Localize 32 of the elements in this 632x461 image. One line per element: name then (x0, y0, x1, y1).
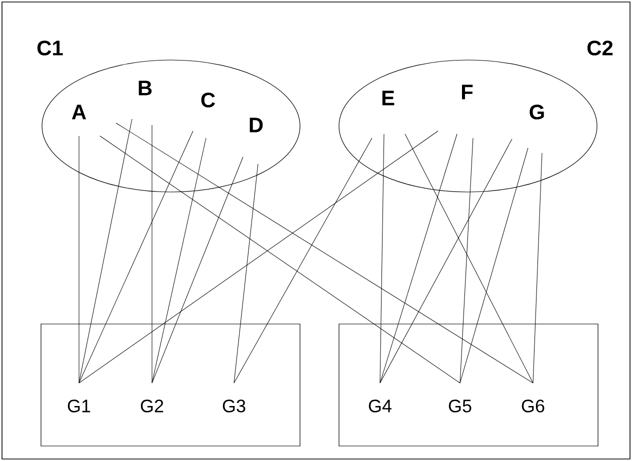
letter-label: D (250, 118, 263, 132)
connector-line (404, 134, 534, 384)
connector-line (532, 152, 542, 384)
letter-label: F (462, 84, 473, 100)
connector-line (152, 156, 244, 384)
gene-label: G5 (448, 400, 472, 412)
connector-line (78, 136, 80, 384)
connector-line (78, 130, 194, 384)
connector-line (380, 134, 384, 384)
connector-line (234, 138, 372, 384)
letter-label: A (72, 104, 86, 120)
group-label: C1 (37, 40, 63, 56)
connector-line (460, 148, 528, 384)
connector-line (78, 118, 132, 384)
connector-line (234, 164, 258, 384)
letter-label: G (530, 104, 544, 120)
connector-line (116, 122, 534, 384)
gene-label: G6 (522, 400, 544, 412)
gene-label: G1 (68, 400, 90, 412)
group-label: C2 (587, 40, 613, 56)
gene-label: G4 (368, 400, 392, 412)
connector-line (380, 138, 512, 384)
letter-label: E (382, 90, 394, 106)
gene-label: G2 (140, 400, 164, 412)
letter-label: B (138, 80, 152, 96)
connector-line (460, 138, 474, 384)
gene-label: G3 (222, 400, 246, 412)
group-box (338, 324, 598, 446)
letter-label: C (201, 92, 215, 108)
connector-line (152, 138, 206, 384)
connector-line (380, 134, 458, 384)
group-box (40, 324, 300, 446)
